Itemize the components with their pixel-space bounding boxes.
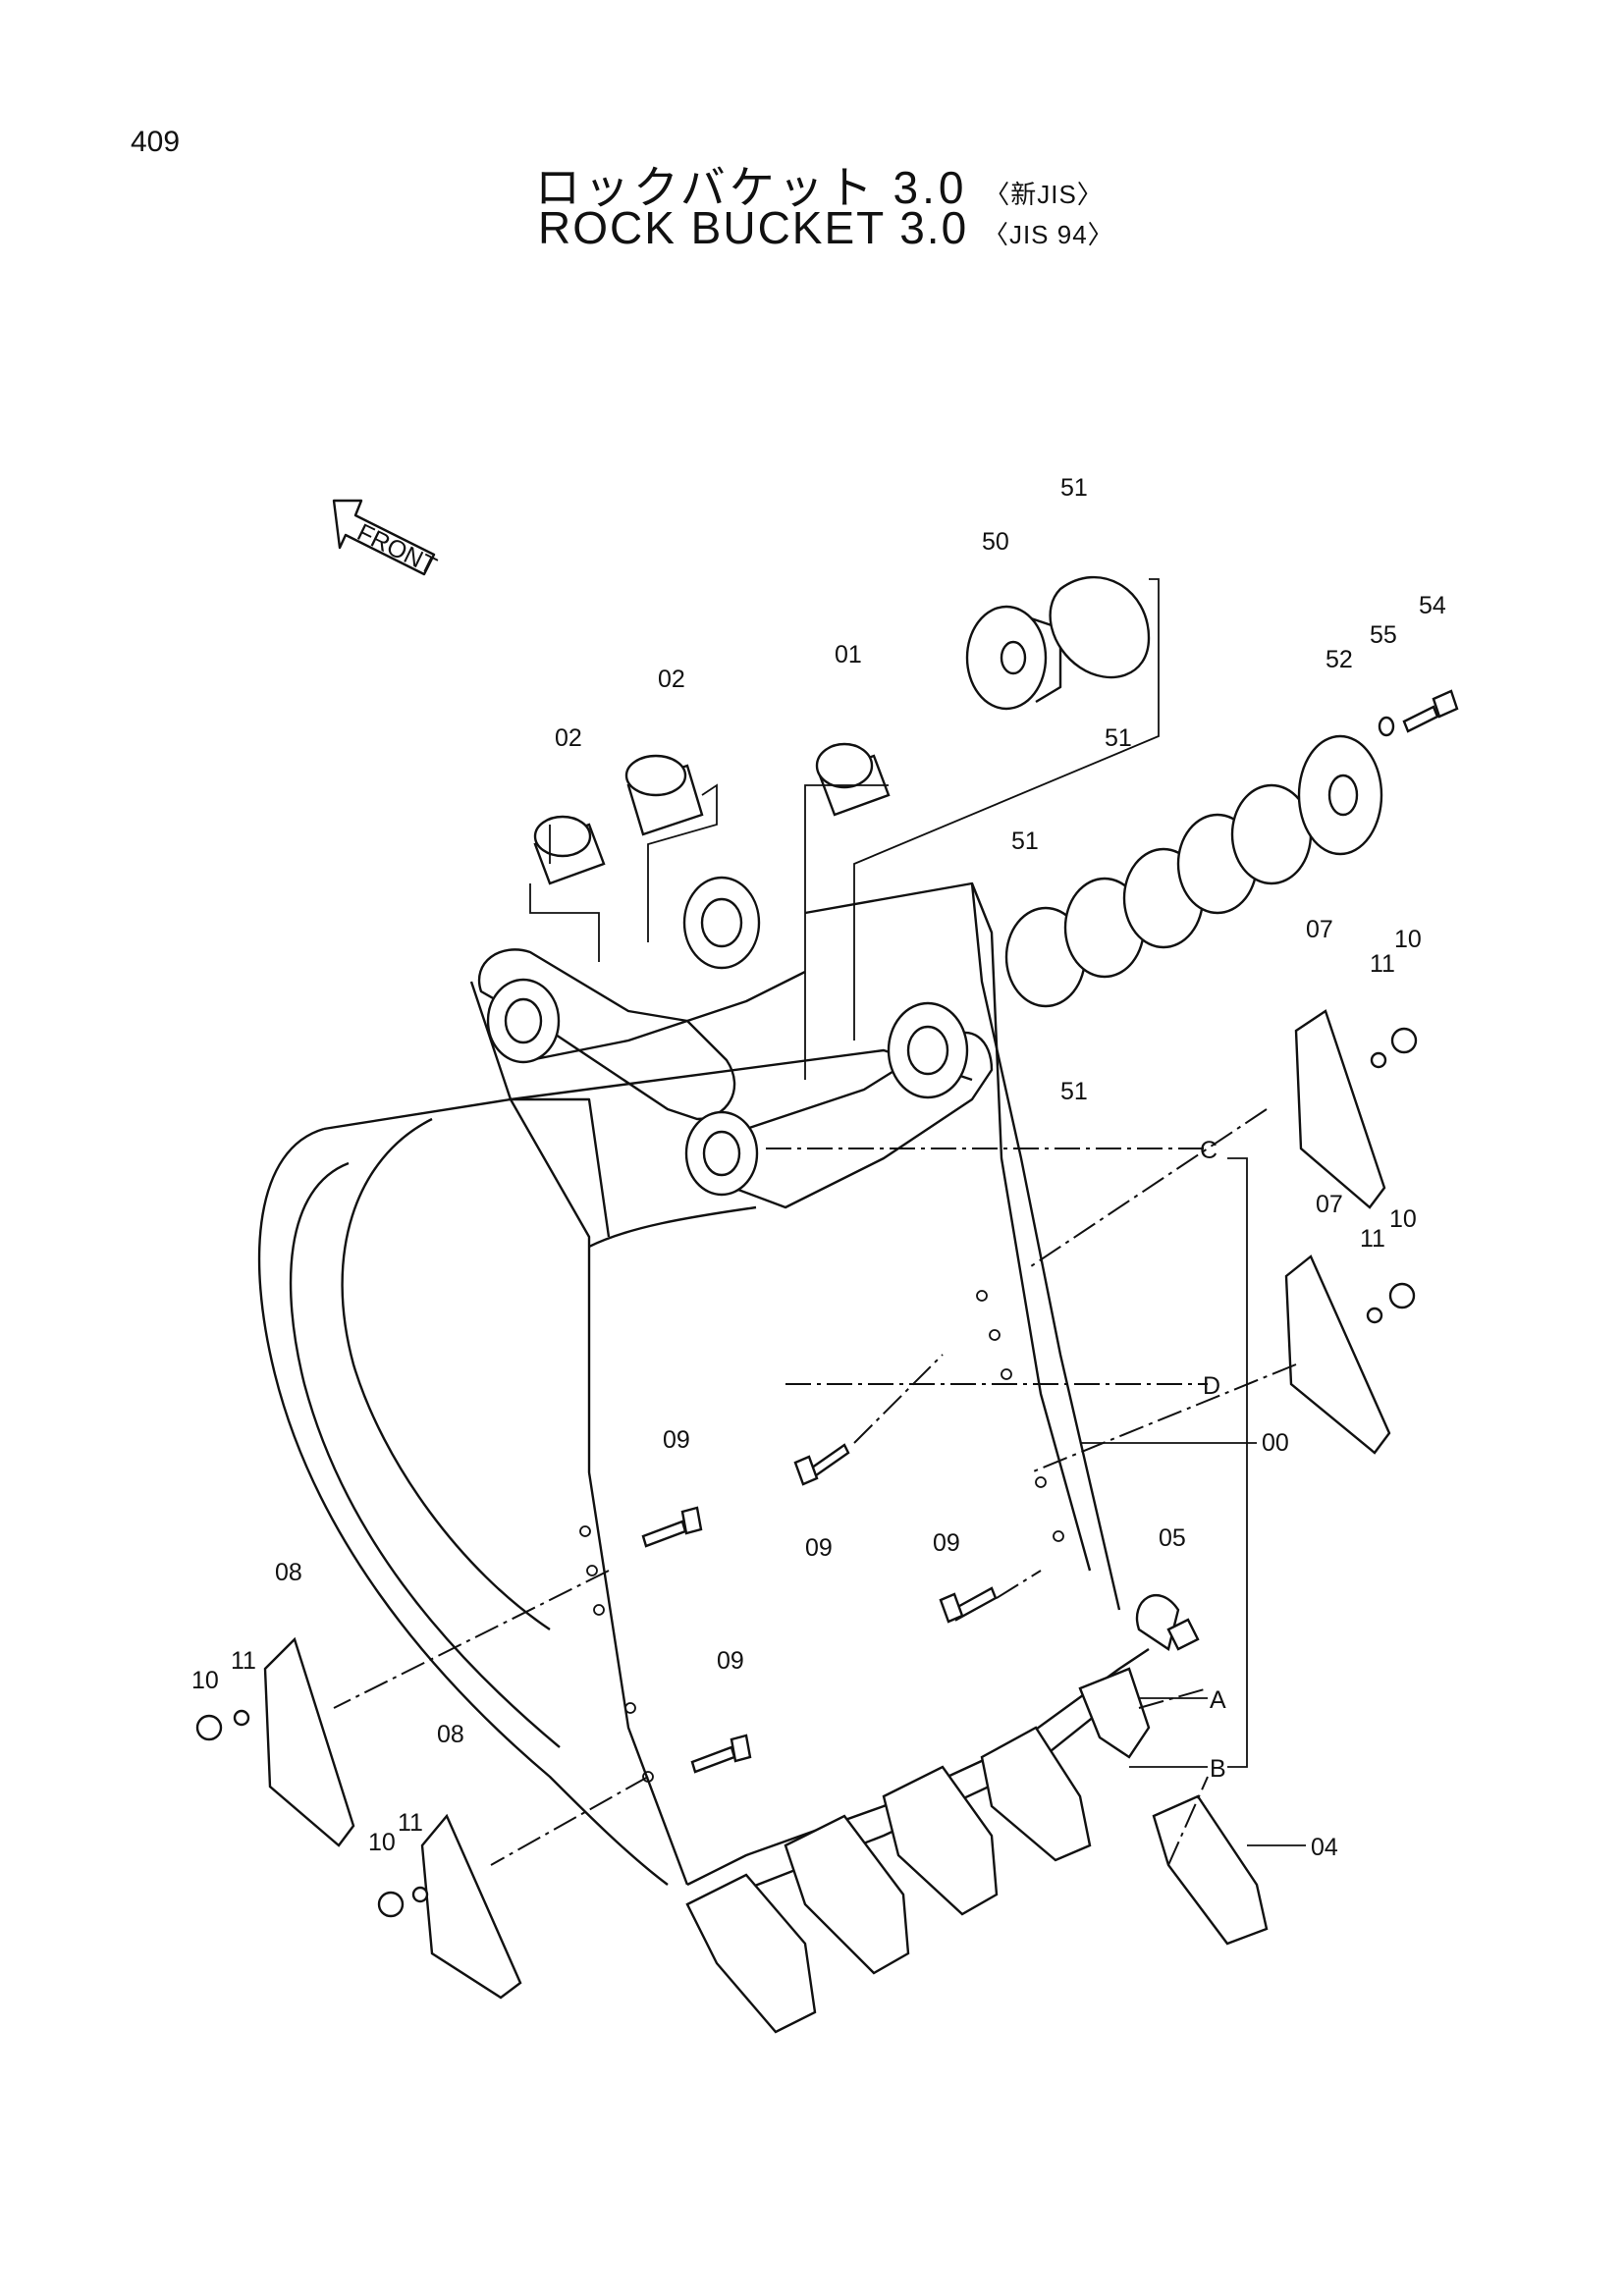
callout-09-b: 09 (805, 1534, 833, 1562)
side-cutter-08-lower (420, 1813, 522, 2000)
callout-51-right: 51 (1105, 724, 1132, 752)
callout-51-mid: 51 (1011, 828, 1039, 855)
callout-09-a: 09 (663, 1426, 690, 1454)
callout-11-c: 11 (231, 1647, 256, 1675)
page-number: 409 (131, 126, 181, 158)
bolt-54 (1402, 689, 1459, 733)
callout-05: 05 (1159, 1524, 1186, 1552)
callout-51-top: 51 (1060, 474, 1088, 502)
ref-label-c: C (1200, 1137, 1217, 1164)
callout-10-d: 10 (368, 1829, 396, 1856)
callout-11-d: 11 (398, 1809, 423, 1837)
callouts: 51 50 51 55 54 52 01 02 02 51 51 07 11 1… (191, 474, 1446, 1861)
side-cutter-07-upper (1294, 1009, 1386, 1209)
bolts-09 (641, 1443, 998, 1774)
callout-09-c: 09 (933, 1529, 960, 1557)
plate-52 (1297, 734, 1383, 856)
bushing-02-lower (533, 815, 606, 885)
callout-52: 52 (1325, 646, 1353, 673)
shim-51-stack (1004, 783, 1313, 1008)
bucket-link-bracket (477, 876, 994, 1209)
shim-51-top (1049, 575, 1151, 679)
title-japanese-suffix: 〈新JIS〉 (984, 180, 1104, 209)
side-cutter-08-left (263, 1636, 355, 1847)
bushing-02-upper (624, 754, 704, 836)
callout-08-a: 08 (275, 1559, 302, 1586)
callout-02-a: 02 (658, 666, 685, 693)
callout-09-d: 09 (717, 1647, 744, 1675)
collar-50 (965, 605, 1062, 711)
title-english: ROCK BUCKET 3.0 〈JIS 94〉 (538, 201, 1114, 254)
callout-07-a: 07 (1306, 916, 1333, 943)
callout-04: 04 (1311, 1834, 1338, 1861)
nuts-and-washers (195, 1027, 1418, 1918)
side-cutter-07-lower (1284, 1255, 1391, 1455)
title-english-suffix: 〈JIS 94〉 (982, 220, 1114, 249)
title-japanese-text: ロックバケット 3.0 (535, 162, 968, 213)
callout-10-a: 10 (1394, 926, 1422, 953)
callout-01: 01 (835, 641, 862, 668)
callout-11-b: 11 (1360, 1225, 1385, 1253)
callout-51-low: 51 (1060, 1078, 1088, 1105)
bucket-teeth (685, 1593, 1269, 2034)
washer-55 (1378, 716, 1395, 737)
callout-10-b: 10 (1389, 1205, 1417, 1233)
front-arrow-label: FRONT (352, 518, 441, 580)
ref-label-d: D (1203, 1372, 1220, 1400)
callout-55: 55 (1370, 621, 1397, 649)
leader-lines (333, 578, 1306, 1866)
front-arrow-icon: FRONT (332, 499, 441, 580)
ref-label-a: A (1210, 1686, 1226, 1714)
title-japanese: ロックバケット 3.0 〈新JIS〉 (535, 152, 1104, 217)
callout-02-b: 02 (555, 724, 582, 752)
callout-08-b: 08 (437, 1721, 464, 1748)
callout-11-a: 11 (1370, 950, 1395, 978)
callout-07-b: 07 (1316, 1191, 1343, 1218)
callout-50: 50 (982, 528, 1009, 556)
bushing-01 (815, 742, 891, 817)
ref-label-b: B (1210, 1755, 1226, 1783)
callout-10-c: 10 (191, 1667, 219, 1694)
callout-00: 00 (1262, 1429, 1289, 1457)
callout-54: 54 (1419, 592, 1446, 619)
title-english-text: ROCK BUCKET 3.0 (538, 202, 969, 253)
